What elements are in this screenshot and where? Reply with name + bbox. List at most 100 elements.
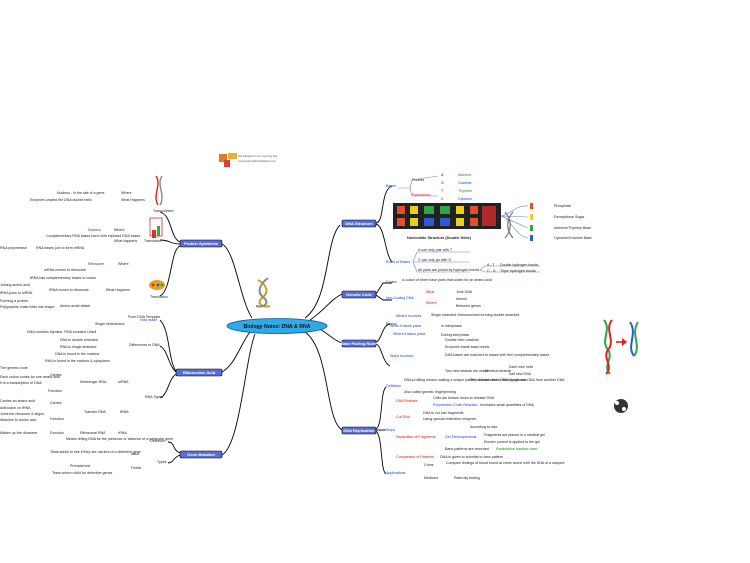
svg-text:Deoxyribose Sugar: Deoxyribose Sugar xyxy=(554,215,585,219)
branch-ribonucleic-acid[interactable]: Ribonucleic Acid xyxy=(175,368,223,377)
svg-text:DNA is cut into fragments: DNA is cut into fragments xyxy=(423,411,464,415)
dna-helix-icon xyxy=(255,277,271,308)
svg-text:Nucleus: Nucleus xyxy=(88,228,101,232)
pyrimidines-label: Pyrimidines xyxy=(412,193,431,197)
svg-text:C - G: C - G xyxy=(487,269,496,273)
replication-icon xyxy=(603,319,639,375)
svg-text:Basics: Basics xyxy=(386,322,397,326)
transcription-label: Transcription xyxy=(153,209,174,213)
branch-gene-mutation[interactable]: Gene Mutation xyxy=(179,450,223,459)
svg-text:Carries: Carries xyxy=(50,373,62,377)
svg-text:Ribosomal RNA: Ribosomal RNA xyxy=(80,431,106,435)
cytosine-text: Cytosine xyxy=(458,197,472,201)
purines-label: Purines xyxy=(412,178,424,182)
svg-text:Definition: Definition xyxy=(150,439,165,443)
svg-text:Crime: Crime xyxy=(424,463,434,467)
at-swatch xyxy=(530,225,533,231)
svg-text:Applications: Applications xyxy=(386,471,406,475)
svg-text:DNA bases are matched to bases: DNA bases are matched to bases with free… xyxy=(445,353,549,357)
svg-text:Junk DNA: Junk DNA xyxy=(456,290,473,294)
svg-text:DNA contains thymine, RNA cont: DNA contains thymine, RNA contains Uraci… xyxy=(27,330,97,334)
svg-text:Types: Types xyxy=(157,460,167,464)
center-node[interactable]: Biology Notes: DNA & RNA xyxy=(226,318,328,334)
svg-text:Function: Function xyxy=(50,417,64,421)
svg-text:Cells are broken down to relea: Cells are broken down to release DNA xyxy=(433,396,495,400)
translation-icon xyxy=(149,217,163,238)
thymine-text: Thymine xyxy=(458,189,472,193)
svg-text:Single stranded chromosomes fo: Single stranded chromosomes forming doub… xyxy=(431,313,519,317)
svg-text:It is a transcription of DNA: It is a transcription of DNA xyxy=(0,381,42,385)
svg-text:Adult: Adult xyxy=(131,452,139,456)
trunk-mutation xyxy=(221,333,256,456)
svg-text:mRNA moves to ribosome: mRNA moves to ribosome xyxy=(44,268,86,272)
link-bases xyxy=(375,185,393,224)
svg-text:DNA Replication: DNA Replication xyxy=(343,428,375,433)
svg-text:Tests unborn child for defecti: Tests unborn child for defective genes xyxy=(52,471,113,475)
svg-text:Tests adults to see if they ar: Tests adults to see if they are carriers… xyxy=(50,450,141,454)
svg-text:Where: Where xyxy=(426,301,437,305)
svg-text:Between genes: Between genes xyxy=(456,304,481,308)
svg-text:Where: Where xyxy=(118,262,129,266)
svg-text:Prenatal test: Prenatal test xyxy=(70,464,90,468)
svg-text:Each codon codes for one amino: Each codon codes for one amino acid xyxy=(0,375,60,379)
svg-text:From DNA Template: From DNA Template xyxy=(128,315,160,319)
svg-text:Ribonucleic Acid: Ribonucleic Acid xyxy=(183,370,216,375)
svg-text:Also called genetic fingerprin: Also called genetic fingerprinting xyxy=(404,390,456,394)
site-logo[interactable]: Not Straight A's Inc Learning Site www.L… xyxy=(219,153,278,167)
svg-text:C can only go with G: C can only go with G xyxy=(418,258,451,262)
sugar-swatch xyxy=(530,214,533,220)
svg-text:Ribosome: Ribosome xyxy=(88,262,104,266)
branch-dna-structure[interactable]: DNA Structure xyxy=(341,219,377,228)
svg-text:Gene Mutation: Gene Mutation xyxy=(187,452,215,457)
svg-text:Compare findings of blood foun: Compare findings of blood found at crime… xyxy=(446,461,564,465)
svg-text:Function: Function xyxy=(50,431,64,435)
svg-text:Function: Function xyxy=(48,389,62,393)
svg-text:Cut DNA: Cut DNA xyxy=(396,415,411,419)
svg-text:Amino acids attach: Amino acids attach xyxy=(60,304,90,308)
svg-text:Introns: Introns xyxy=(456,297,467,301)
svg-text:Double helix unwinds: Double helix unwinds xyxy=(445,338,479,342)
svg-text:A - T: A - T xyxy=(487,263,495,267)
svg-text:Means letting DNA be the prese: Means letting DNA be the presence or abs… xyxy=(66,437,173,441)
svg-text:Increases small quantities of: Increases small quantities of DNA xyxy=(480,403,535,407)
steps-involved-label: Steps involved xyxy=(390,354,413,358)
svg-text:DNA Release: DNA Release xyxy=(396,399,418,403)
svg-text:What happens: What happens xyxy=(114,239,137,243)
branch-base-pairing[interactable]: Base Pairing Rules xyxy=(341,339,378,348)
nucleotide-diagram xyxy=(393,203,501,229)
svg-text:Comparison of Patterns: Comparison of Patterns xyxy=(396,455,434,459)
center-title: Biology Notes: DNA & RNA xyxy=(244,324,311,330)
svg-text:When it takes place: When it takes place xyxy=(390,324,421,328)
svg-text:Electric current is applied to: Electric current is applied to the gel xyxy=(484,440,540,444)
svg-text:Definition: Definition xyxy=(386,384,401,388)
branch-genetic-code[interactable]: Genetic Code xyxy=(341,290,377,299)
svg-text:What Happens: What Happens xyxy=(106,288,130,292)
link-rules xyxy=(375,223,393,263)
svg-text:half new DNA: half new DNA xyxy=(509,372,532,376)
branch-protein-synthesis[interactable]: Protein Synthesis xyxy=(179,239,223,248)
svg-text:Each new helix: Each new helix xyxy=(509,365,533,369)
svg-text:Transfer RNA: Transfer RNA xyxy=(84,410,106,414)
svg-text:Where: Where xyxy=(121,191,132,195)
svg-text:Makes up the ribosome: Makes up the ribosome xyxy=(0,431,37,435)
svg-text:The genetic code: The genetic code xyxy=(0,366,28,370)
logo-line2: www.LearningNotStraightAs.com xyxy=(238,159,276,163)
nucleotide-caption: Nucleotide Structure (Double Helix) xyxy=(407,236,472,240)
svg-text:Attaches to amino acid: Attaches to amino acid xyxy=(0,418,36,422)
noncoding-label: Non-Coding DNA xyxy=(386,296,414,300)
helix-ladder-icon xyxy=(504,211,514,239)
svg-text:Carries: Carries xyxy=(50,401,62,405)
svg-text:Foetal: Foetal xyxy=(131,466,141,470)
svg-text:RNA is single stranded: RNA is single stranded xyxy=(60,345,96,349)
svg-text:In interphase: In interphase xyxy=(441,324,462,328)
svg-text:tRNA joins to mRNA: tRNA joins to mRNA xyxy=(0,291,33,295)
svg-text:All pairs are joined by hydrog: All pairs are joined by hydrogen bonds xyxy=(418,268,479,272)
svg-text:Fragments are placed in a medi: Fragments are placed in a medical gel xyxy=(484,433,545,437)
branch-replication[interactable]: DNA Replication xyxy=(341,426,377,435)
svg-text:A codon of three base pairs th: A codon of three base pairs that codes f… xyxy=(402,278,492,282)
svg-text:RNA Types: RNA Types xyxy=(145,395,163,399)
trunk-protein-synthesis xyxy=(221,243,253,319)
svg-text:C: C xyxy=(441,197,444,201)
svg-text:Enzymes unwind the DNA double: Enzymes unwind the DNA double helix xyxy=(30,198,92,202)
